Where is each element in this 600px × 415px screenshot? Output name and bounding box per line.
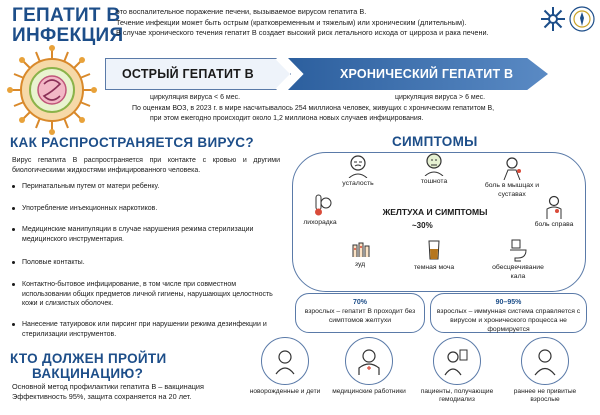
symptom-fatigue: усталость <box>328 154 388 189</box>
tired-person-icon <box>348 155 368 178</box>
jaundice-percent: ~30% <box>412 221 433 230</box>
bullet-icon <box>12 322 15 326</box>
route-item: Половые контакты. <box>12 258 282 268</box>
adult-person-icon <box>521 337 569 385</box>
route-item: Медицинские манипуляции в случае нарушен… <box>12 225 282 244</box>
group-dialysis: пациенты, получающие гемодиализ <box>418 337 496 404</box>
who-line-2: при этом ежегодно происходит около 1,2 м… <box>150 114 424 122</box>
toilet-icon <box>510 239 527 262</box>
emblem-icon <box>569 6 595 32</box>
joint-pain-icon <box>503 157 521 180</box>
bullet-icon <box>12 260 15 264</box>
spread-heading: КАК РАСПРОСТРАНЯЕТСЯ ВИРУС? <box>10 135 254 150</box>
route-item: Контактно-бытовое инфицирование, в том ч… <box>12 280 282 309</box>
intro-line-2: Течение инфекции может быть острым (крат… <box>116 17 467 27</box>
stat-asymptomatic: 70% взрослых – гепатит В проходит без си… <box>295 293 425 333</box>
dialysis-patient-icon <box>433 337 481 385</box>
acute-arrow-fill <box>106 59 290 89</box>
title-line-2: ИНФЕКЦИЯ <box>12 25 124 46</box>
group-adults: раннее не привитые взрослые <box>506 337 584 404</box>
symptom-fever: лихорадка <box>290 193 350 228</box>
acute-label: ОСТРЫЙ ГЕПАТИТ В <box>122 67 254 81</box>
symptom-itch: зуд <box>330 235 390 270</box>
chronic-arrow <box>288 58 548 90</box>
spread-intro: Вирус гепатита В распространяется при ко… <box>12 157 280 174</box>
stat-immune-text: взрослых – иммунная система справляется … <box>436 308 581 333</box>
page-title: ГЕПАТИТ В ИНФЕКЦИЯ <box>12 6 123 46</box>
beaker-icon <box>428 240 440 260</box>
abdominal-pain-icon <box>546 195 562 219</box>
chronic-circulation: циркуляция вируса > 6 мес. <box>395 94 486 101</box>
symptom-pale-stool: обесцвечивание кала <box>488 238 548 281</box>
stat-immune: 90–95% взрослых – иммунная система справ… <box>430 293 587 333</box>
nausea-icon <box>424 153 444 176</box>
vaccination-heading-line-2: ВАКЦИНАЦИЮ? <box>32 366 144 381</box>
bullet-icon <box>12 227 15 231</box>
virus-icon <box>7 45 97 135</box>
symptom-right-pain: боль справа <box>524 195 584 230</box>
vaccination-text-line-2: Эффективность 95%, защита сохраняется на… <box>12 392 192 401</box>
group-medics: медицинские работники <box>330 337 408 396</box>
intro-line-1: это воспалительное поражение печени, выз… <box>116 7 367 16</box>
group-children: новорожденные и дети <box>246 337 324 396</box>
who-line-1: По оценкам ВОЗ, в 2023 г. в мире насчиты… <box>132 105 495 112</box>
route-item: Нанесение татуировок или пирсинг при нар… <box>12 320 282 339</box>
symptoms-heading: СИМПТОМЫ <box>392 134 478 149</box>
jaundice-label: ЖЕЛТУХА И СИМПТОМЫ <box>382 207 488 217</box>
thermometer-icon <box>315 194 332 216</box>
doctor-icon <box>345 337 393 385</box>
symptom-nausea: тошнота <box>404 152 464 187</box>
acute-circulation: циркуляция вируса < 6 мес. <box>150 94 241 101</box>
intro-line-3: В случае хронического течения гепатит В … <box>116 28 489 37</box>
chronic-label: ХРОНИЧЕСКИЙ ГЕПАТИТ В <box>340 67 514 81</box>
intro-text: это воспалительное поражение печени, выз… <box>116 7 536 39</box>
who-statistics: По оценкам ВОЗ, в 2023 г. в мире насчиты… <box>132 104 552 123</box>
baby-icon <box>261 337 309 385</box>
vaccination-heading: КТО ДОЛЖЕН ПРОЙТИ ВАКЦИНАЦИЮ? <box>10 351 166 381</box>
title-line-1: ГЕПАТИТ В <box>12 5 121 26</box>
stat-asymptomatic-percent: 70% <box>352 299 367 306</box>
route-item: Употребление инъекционных наркотиков. <box>12 204 282 214</box>
stat-asymptomatic-text: взрослых – гепатит В проходит без симпто… <box>304 308 416 324</box>
vaccination-heading-line-1: КТО ДОЛЖЕН ПРОЙТИ <box>10 351 167 366</box>
emblem-icon <box>541 7 565 31</box>
bullet-icon <box>12 184 15 188</box>
bullet-icon <box>12 206 15 210</box>
symptom-dark-urine: темная моча <box>404 238 464 273</box>
stat-immune-percent: 90–95% <box>495 299 522 306</box>
vaccination-text-line-1: Основной метод профилактики гепатита В –… <box>12 382 204 391</box>
symptoms-panel <box>292 152 586 292</box>
bullet-icon <box>12 282 15 286</box>
symptom-muscle-pain: боль в мышцах и суставах <box>482 156 542 199</box>
itchy-hands-icon <box>352 242 370 257</box>
vaccination-text: Основной метод профилактики гепатита В –… <box>12 382 204 402</box>
route-item: Перинатальным путем от матери ребенку. <box>12 182 282 192</box>
